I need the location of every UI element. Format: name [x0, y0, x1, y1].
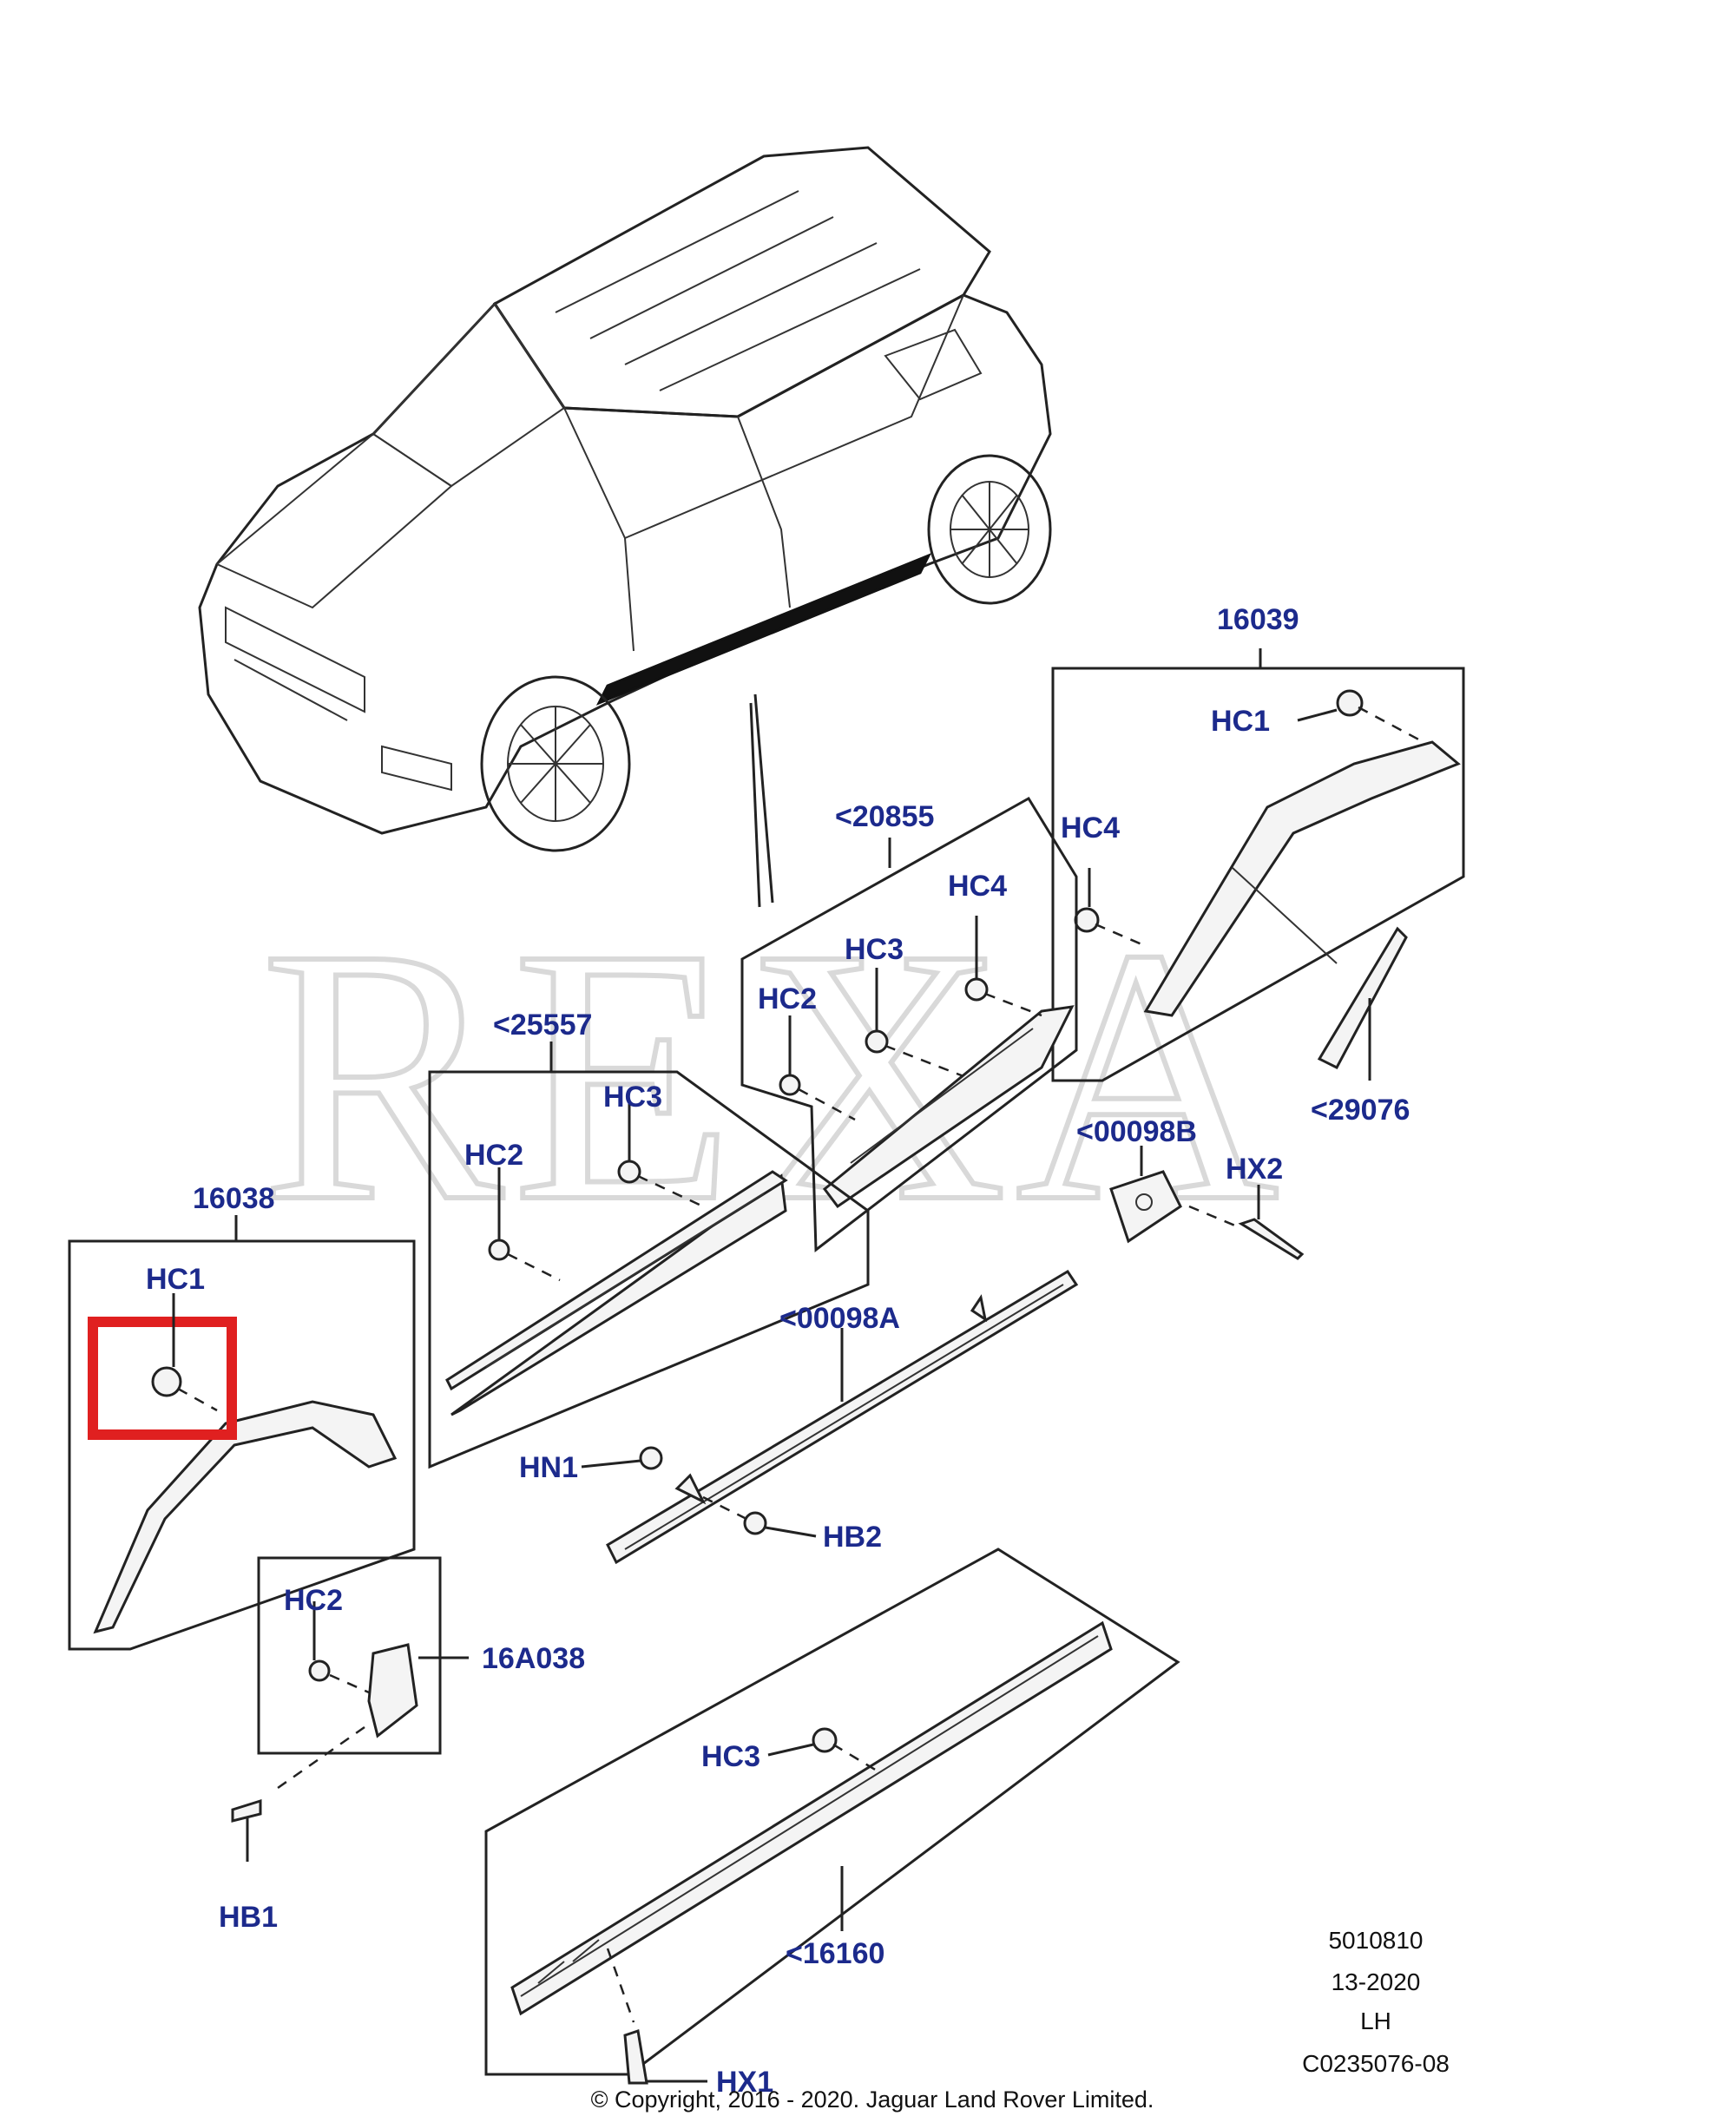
label-hc1-left: HC1 — [146, 1263, 205, 1296]
label-hx1: HX1 — [716, 2066, 773, 2099]
clip-hc3-left — [617, 1160, 641, 1184]
strip-00098a — [581, 1269, 1079, 1565]
copyright-text: © Copyright, 2016 - 2020. Jaguar Land Ro… — [591, 2086, 1154, 2113]
fastener-hx2 — [1238, 1218, 1305, 1260]
part-29076-strip — [1317, 926, 1408, 1069]
meta-side: LH — [1360, 2008, 1391, 2034]
label-20855: <20855 — [835, 800, 934, 833]
front-wheel — [480, 675, 631, 852]
clip-hc3-mid — [865, 1029, 889, 1054]
group-16160 — [484, 1548, 1180, 2085]
label-hc2-left: HC2 — [464, 1139, 523, 1172]
callout-labels: 16039 HC1 HC4 <20855 HC4 HC3 HC2 <25557 … — [146, 603, 1410, 2099]
label-hc3-left: HC3 — [603, 1081, 662, 1114]
group-16039 — [1051, 648, 1465, 1082]
label-29076: <29076 — [1311, 1094, 1410, 1127]
label-hb2: HB2 — [823, 1521, 882, 1554]
label-16160: <16160 — [786, 1937, 884, 1970]
label-hn1: HN1 — [519, 1451, 578, 1484]
label-hc4-right: HC4 — [1061, 812, 1120, 844]
group-16a038 — [231, 1556, 469, 1862]
label-hc2-low: HC2 — [284, 1584, 343, 1617]
label-hc3-mid: HC3 — [845, 933, 904, 966]
clip-hc1-rear — [1336, 689, 1364, 717]
diagram-meta: 5010810 13-2020 LH C0235076-08 — [1302, 1927, 1450, 2077]
clip-hc2-mid — [779, 1074, 801, 1096]
label-00098b: <00098B — [1076, 1115, 1197, 1148]
rear-wheel — [927, 454, 1052, 605]
vehicle-illustration — [198, 146, 1052, 852]
label-hc4-mid: HC4 — [948, 870, 1007, 903]
clip-hc4-mid — [964, 977, 989, 1002]
fastener-hb1 — [231, 1798, 262, 1823]
label-25557: <25557 — [493, 1009, 592, 1042]
group-20855 — [740, 796, 1078, 1252]
meta-code-3: C0235076-08 — [1302, 2050, 1450, 2077]
label-16038: 16038 — [193, 1182, 275, 1215]
group-25557 — [428, 1042, 870, 1469]
meta-code-2: 13-2020 — [1332, 1968, 1421, 1995]
clip-hc1-front — [151, 1366, 182, 1397]
meta-code-1: 5010810 — [1328, 1927, 1423, 1954]
label-00098a: <00098A — [779, 1302, 900, 1335]
bracket-00098b — [1109, 1146, 1305, 1260]
label-hx2: HX2 — [1226, 1153, 1283, 1186]
label-hc1-top: HC1 — [1211, 705, 1270, 738]
label-hc2-mid: HC2 — [758, 982, 817, 1015]
label-16039: 16039 — [1217, 603, 1299, 636]
clip-hb2 — [743, 1511, 767, 1535]
fastener-hx1 — [623, 2029, 648, 2085]
label-16a038: 16A038 — [482, 1642, 585, 1675]
clip-hc3-low — [812, 1727, 838, 1753]
label-hc3-low: HC3 — [701, 1740, 760, 1773]
clip-hc2-low — [308, 1659, 331, 1682]
label-hb1: HB1 — [219, 1901, 278, 1934]
highlight-box — [88, 1317, 237, 1440]
group-16038 — [68, 1215, 416, 1651]
clip-hc4-rear — [1074, 907, 1100, 933]
clip-hn1 — [639, 1446, 663, 1470]
clip-hc2-left — [488, 1239, 510, 1261]
